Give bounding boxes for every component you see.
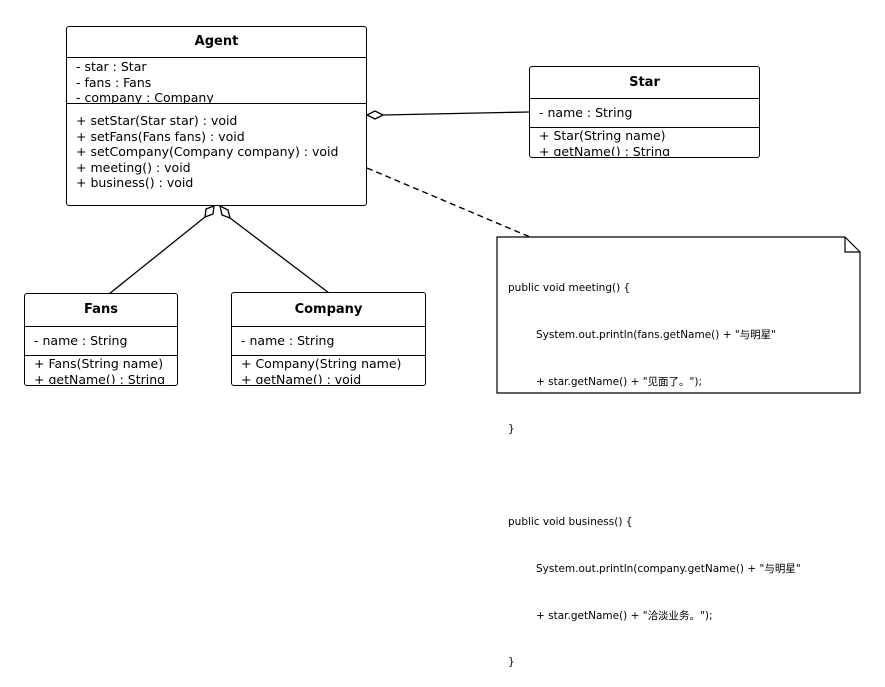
company-attributes: - name : String (232, 326, 425, 355)
star-class-name: Star (629, 75, 660, 90)
fans-class[interactable]: Fans - name : String + Fans(String name)… (24, 293, 178, 386)
agent-class[interactable]: Agent - star : Star - fans : Fans - comp… (66, 26, 367, 206)
company-operation: + getName() : void (241, 371, 362, 385)
note-line: System.out.println(company.getName() + "… (536, 562, 801, 575)
agent-attribute: - star : Star (76, 59, 147, 74)
star-attribute: - name : String (539, 105, 633, 120)
note-code: public void meeting() { System.out.print… (508, 250, 801, 687)
star-operation: + Star(String name) (539, 128, 666, 143)
company-attribute: - name : String (241, 333, 335, 348)
fans-operations: + Fans(String name) + getName() : String (25, 355, 177, 384)
star-operation: + getName() : String (539, 143, 671, 157)
note-blank-line (508, 468, 801, 484)
company-operation: + Company(String name) (241, 356, 402, 371)
company-class-name: Company (294, 302, 363, 317)
note-link-dashed (366, 167, 531, 238)
agent-operation: + business() : void (76, 175, 194, 190)
agent-operation: + setCompany(Company company) : void (76, 144, 339, 159)
agent-operation: + setFans(Fans fans) : void (76, 128, 245, 144)
note-line: public void business() { (508, 516, 633, 529)
note-line: + star.getName() + "见面了。"); (536, 375, 703, 388)
agent-fans-aggregation-diamond (204, 205, 215, 218)
fans-operation: + Fans(String name) (34, 356, 164, 371)
agent-class-name: Agent (194, 34, 239, 49)
note-line: } (508, 656, 515, 669)
fans-attribute: - name : String (34, 333, 128, 348)
fans-attributes: - name : String (25, 326, 177, 355)
agent-company-aggregation-diamond (219, 204, 231, 220)
agent-operations: + setStar(Star star) : void + setFans(Fa… (67, 103, 366, 191)
agent-attributes: - star : Star - fans : Fans - company : … (67, 57, 366, 103)
note-line: } (508, 422, 515, 435)
connector-layer (108, 110, 861, 394)
company-class[interactable]: Company - name : String + Company(String… (231, 292, 426, 386)
fans-operation: + getName() : String (34, 371, 166, 385)
fans-class-name: Fans (84, 302, 118, 317)
agent-company-aggregation-line (229, 217, 330, 294)
agent-operation: + setStar(Star star) : void (76, 113, 238, 128)
company-operations: + Company(String name) + getName() : voi… (232, 355, 425, 384)
agent-fans-aggregation-line (108, 216, 206, 295)
agent-attribute: - fans : Fans (76, 74, 152, 90)
star-operations: + Star(String name) + getName() : String (530, 127, 759, 156)
agent-star-aggregation-line (382, 111, 530, 116)
star-class[interactable]: Star - name : String + Star(String name)… (529, 66, 760, 158)
star-attributes: - name : String (530, 98, 759, 127)
note-line: System.out.println(fans.getName() + "与明星… (536, 328, 777, 341)
note-dogear (844, 237, 860, 253)
note-shape (496, 236, 861, 394)
note-line: + star.getName() + "洽淡业务。"); (536, 609, 713, 622)
agent-operation: + meeting() : void (76, 159, 191, 175)
note-line: public void meeting() { (508, 282, 631, 295)
agent-star-aggregation-diamond (365, 110, 385, 120)
agent-attribute: - company : Company (76, 90, 214, 103)
